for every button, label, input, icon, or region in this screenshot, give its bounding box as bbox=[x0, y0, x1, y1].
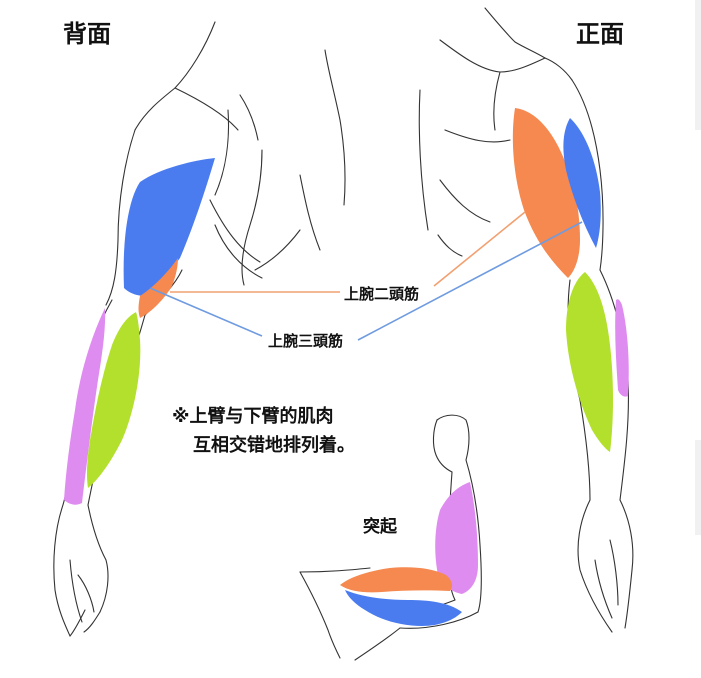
biceps-leader-right bbox=[433, 211, 526, 287]
back-biceps-muscle bbox=[138, 258, 178, 318]
muscle-regions bbox=[64, 108, 629, 626]
front-biceps-muscle bbox=[512, 108, 580, 278]
muscle-arrangement-note-line1: ※上臂与下臂的肌肉 bbox=[172, 406, 334, 427]
flexed-forearm-pink-muscle bbox=[435, 482, 478, 594]
biceps-label: 上腕二頭筋 bbox=[344, 285, 420, 303]
right-edge-strip-top bbox=[695, 0, 701, 130]
back-forearm-green-muscle bbox=[86, 312, 141, 488]
front-view-title: 正面 bbox=[576, 20, 624, 48]
front-forearm-pink-muscle bbox=[615, 299, 629, 397]
triceps-label: 上腕三頭筋 bbox=[268, 332, 344, 350]
right-edge-strip-bottom bbox=[695, 440, 701, 535]
triceps-leader-right bbox=[357, 221, 583, 341]
front-forearm-green-muscle bbox=[566, 272, 613, 452]
flexed-triceps-muscle bbox=[345, 590, 462, 626]
triceps-leader-left bbox=[149, 287, 263, 337]
flexed-biceps-muscle bbox=[340, 567, 453, 593]
leader-lines bbox=[149, 211, 583, 341]
sketch-lines bbox=[53, 7, 634, 661]
bulge-label: 突起 bbox=[363, 517, 397, 537]
back-forearm-pink-muscle bbox=[64, 308, 106, 505]
back-triceps-muscle bbox=[123, 158, 215, 296]
front-triceps-muscle bbox=[563, 118, 601, 248]
muscle-arrangement-note-line2: 互相交错地排列着。 bbox=[193, 435, 355, 456]
back-view-title: 背面 bbox=[63, 20, 111, 48]
